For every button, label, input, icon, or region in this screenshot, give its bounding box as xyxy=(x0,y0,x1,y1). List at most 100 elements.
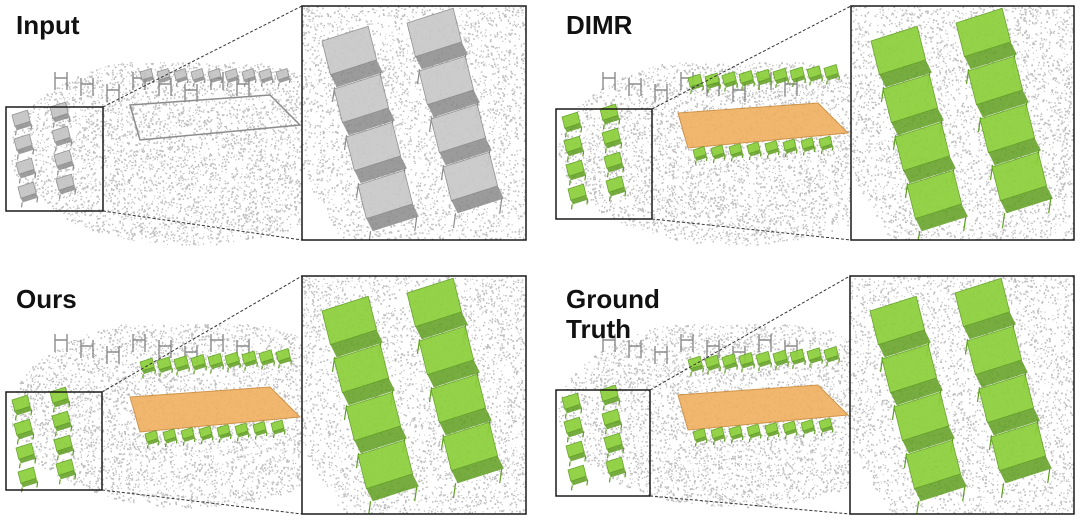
panel-title: DIMR xyxy=(566,10,632,40)
zoom-detail xyxy=(849,275,1075,515)
chair xyxy=(207,352,224,374)
chair-scan xyxy=(258,67,274,87)
chair xyxy=(55,458,77,485)
chair-zoomed xyxy=(333,343,395,420)
chair xyxy=(180,426,196,446)
chair xyxy=(800,418,816,438)
chair xyxy=(789,66,806,87)
zoom-frame xyxy=(301,5,527,241)
chair-zoomed xyxy=(869,295,931,372)
zoom-connector xyxy=(649,275,851,391)
chair xyxy=(823,346,840,367)
chair xyxy=(746,141,762,161)
zoom-frame xyxy=(301,275,527,515)
chair xyxy=(806,65,823,86)
chair xyxy=(563,416,585,443)
point-cloud xyxy=(558,324,853,509)
chair xyxy=(692,145,708,165)
chair xyxy=(687,355,704,377)
chair-zoomed xyxy=(978,373,1040,450)
chair xyxy=(603,151,625,178)
chair-scan xyxy=(224,67,240,87)
chair xyxy=(818,135,834,155)
chair xyxy=(806,347,823,368)
panel-input: Input xyxy=(0,0,540,261)
ground-truth-scene-render xyxy=(555,275,1075,515)
chair xyxy=(241,350,258,371)
table-box xyxy=(677,102,850,149)
chair-scan xyxy=(15,157,37,184)
chair xyxy=(728,142,744,162)
chair-row-back xyxy=(139,348,292,379)
chair xyxy=(823,64,840,85)
chair xyxy=(216,423,232,443)
chair-row-front xyxy=(692,417,834,447)
zoom-connector xyxy=(651,218,852,241)
chair xyxy=(704,354,721,375)
zoom-connector xyxy=(651,5,852,110)
chair xyxy=(601,127,623,154)
chair-zoomed xyxy=(357,439,419,514)
chair-row-front xyxy=(692,135,834,165)
zoom-detail xyxy=(301,275,527,515)
chair xyxy=(605,456,627,483)
chair-scan xyxy=(13,133,35,160)
chair xyxy=(764,139,780,159)
chair-zoomed xyxy=(991,151,1053,228)
chair xyxy=(800,136,816,156)
chair-zoomed xyxy=(990,421,1052,498)
chair xyxy=(567,183,589,210)
chair-scan-zoomed xyxy=(418,55,480,132)
zoom-detail xyxy=(301,5,527,241)
chair xyxy=(565,159,587,186)
chair-scan-zoomed xyxy=(357,169,419,240)
chair-zoomed xyxy=(905,439,967,514)
zoom-connector xyxy=(101,275,303,393)
chair-row-front xyxy=(144,419,286,449)
title-line: DIMR xyxy=(566,10,633,40)
zoom-connector xyxy=(101,489,303,515)
chair xyxy=(603,432,625,459)
chair xyxy=(738,352,755,373)
chair xyxy=(818,417,834,437)
chair-zoomed xyxy=(418,325,480,402)
chair-scan xyxy=(156,67,172,87)
panel-dimr: DIMR xyxy=(548,0,1081,261)
input-scene-render xyxy=(5,5,527,246)
inset-chairs xyxy=(561,384,627,491)
chair xyxy=(156,356,173,377)
chair xyxy=(15,442,37,469)
panel-title: Ours xyxy=(16,284,77,314)
chair xyxy=(755,68,772,90)
chair-zoomed xyxy=(881,343,943,420)
panel-title: Ground Truth xyxy=(566,284,660,344)
chair xyxy=(601,408,623,435)
chair xyxy=(710,426,726,446)
title-line-1: Ground xyxy=(566,284,660,314)
zoom-detail xyxy=(850,5,1075,241)
chair-scan xyxy=(275,67,291,87)
inset-chairs xyxy=(561,103,627,210)
title-line-2: Truth xyxy=(566,314,631,344)
chair xyxy=(173,355,190,376)
panel-ours: Ours xyxy=(0,262,540,523)
chair-scan xyxy=(173,67,189,87)
chair xyxy=(782,138,798,158)
panel-ground-truth: Ground Truth xyxy=(548,262,1081,523)
table-box xyxy=(677,384,850,431)
chair-zoomed xyxy=(954,277,1016,354)
inset-box xyxy=(555,108,653,220)
inset-box xyxy=(5,391,103,491)
inset-box xyxy=(555,389,651,497)
chair-scan-zoomed xyxy=(442,151,504,228)
chair xyxy=(13,418,35,445)
zoom-frame xyxy=(849,275,1075,515)
chair xyxy=(721,353,738,374)
chair-scan xyxy=(55,173,77,200)
chair xyxy=(567,464,589,491)
chair-scan-zoomed xyxy=(321,25,383,102)
chair-scan xyxy=(49,101,71,128)
chair-zoomed xyxy=(894,121,956,198)
panel-title: Input xyxy=(16,10,80,40)
chair-zoomed xyxy=(955,7,1017,84)
